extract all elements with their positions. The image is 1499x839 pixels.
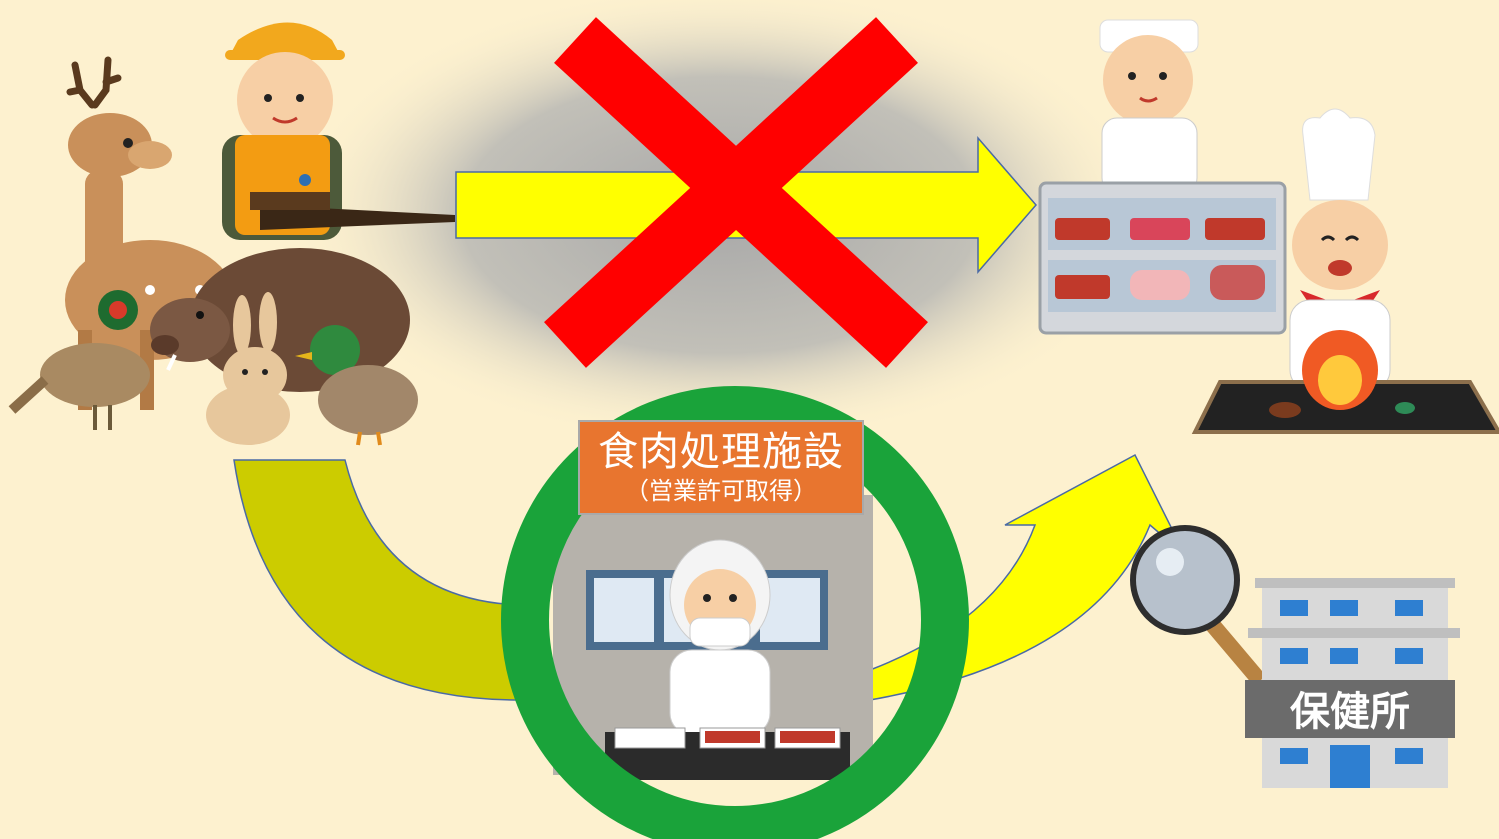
butcher-icon — [1099, 19, 1199, 194]
rabbit-icon — [206, 292, 290, 445]
facility-worker-icon — [605, 539, 850, 780]
curved-arrow-to-facility — [233, 459, 521, 701]
hunter-icon — [222, 22, 455, 240]
health-center-sign: 保健所 — [1290, 689, 1410, 735]
hunter-and-game-group — [8, 22, 455, 446]
facility-label: 食肉処理施設 （営業許可取得） — [578, 420, 864, 515]
health-center-building-icon: 保健所 — [1245, 578, 1460, 788]
approved-ring — [501, 386, 969, 839]
pheasant-icon — [8, 290, 150, 430]
duck-icon — [295, 325, 418, 446]
prohibited-cross-icon — [544, 17, 928, 368]
butcher-and-chef-group — [1038, 19, 1499, 434]
facility-name: 食肉処理施設 — [598, 429, 844, 475]
facility-note: （営業許可取得） — [625, 477, 817, 505]
meat-showcase-icon — [1038, 181, 1287, 335]
magnifier-icon — [1130, 525, 1263, 683]
grill-icon — [1191, 330, 1499, 434]
